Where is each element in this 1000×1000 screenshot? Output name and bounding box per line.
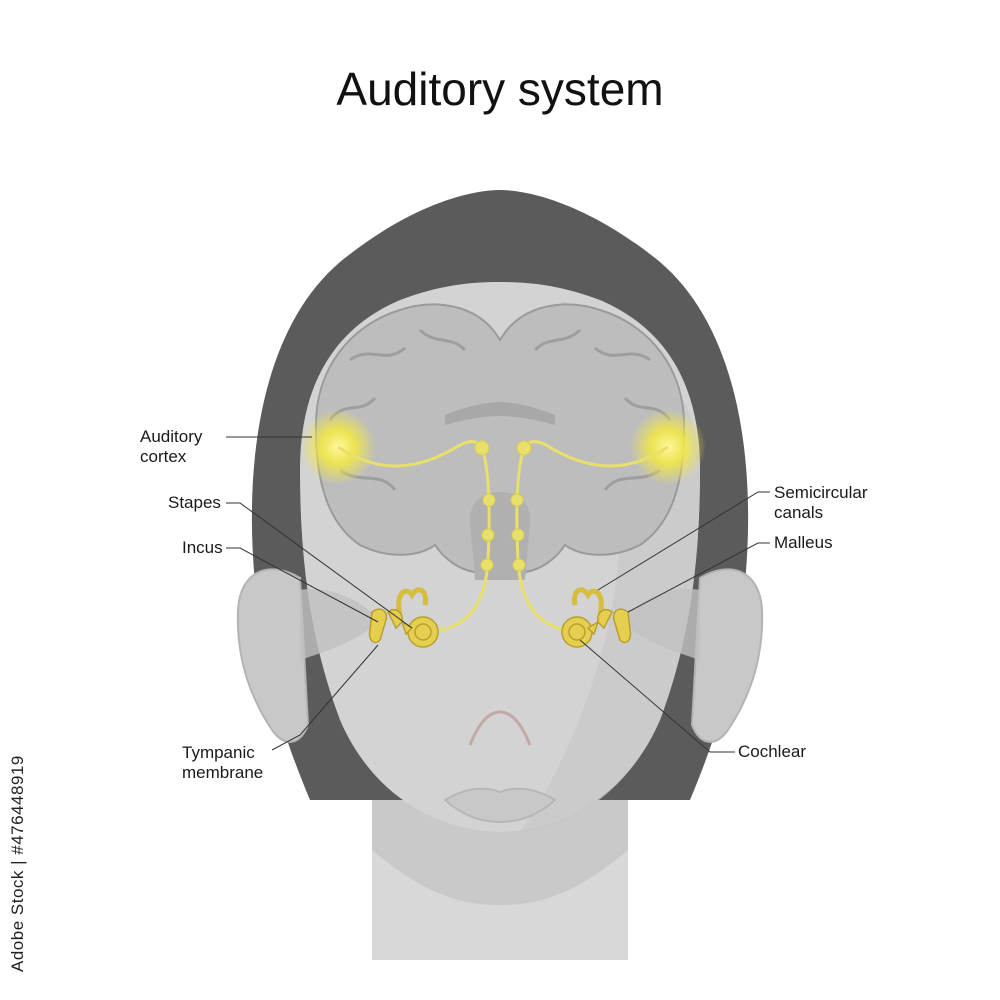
left-stapes xyxy=(400,620,414,636)
label-tympanic-line2: membrane xyxy=(182,763,264,782)
brainstem xyxy=(470,492,530,580)
label-semicircular-line1: Semicircular xyxy=(774,483,868,502)
label-semicircular-line2: canals xyxy=(774,503,824,522)
pathway-nodes xyxy=(474,440,532,572)
label-auditory-cortex-line1: Auditory xyxy=(140,427,203,446)
leader-tympanic xyxy=(271,644,379,751)
diagram-title: Auditory system xyxy=(336,63,664,115)
watermark-text: Adobe Stock | #476448919 xyxy=(8,755,27,972)
label-incus: Incus xyxy=(182,538,223,557)
brain-gyri xyxy=(328,328,672,491)
leader-incus xyxy=(226,547,379,623)
label-auditory-cortex-line2: cortex xyxy=(140,447,187,466)
left-ear xyxy=(236,568,310,743)
label-tympanic-line1: Tympanic xyxy=(182,743,255,762)
label-stapes: Stapes xyxy=(168,493,221,512)
left-inner-ear xyxy=(368,587,439,648)
watermark: Adobe Stock | #476448919 xyxy=(2,755,30,980)
label-cochlear: Cochlear xyxy=(738,742,807,761)
lips xyxy=(443,787,557,824)
right-cochlea xyxy=(561,616,593,648)
left-malleus xyxy=(368,608,388,644)
label-semicircular-canals: Semicircular canals xyxy=(774,483,868,523)
label-tympanic-membrane: Tympanic membrane xyxy=(182,743,263,783)
label-auditory-cortex: Auditory cortex xyxy=(140,427,224,467)
label-malleus: Malleus xyxy=(774,533,833,552)
leader-cochlear xyxy=(579,639,735,753)
nose xyxy=(468,710,532,746)
leader-malleus xyxy=(627,542,770,613)
neck-shade xyxy=(372,850,628,960)
leader-lines xyxy=(226,436,770,753)
left-cochlea xyxy=(407,616,439,648)
leader-stapes xyxy=(226,502,413,629)
right-stapes xyxy=(586,620,600,636)
right-temporal-bone xyxy=(620,589,700,660)
left-semicircular-canals xyxy=(396,587,429,616)
right-ear xyxy=(690,568,764,743)
left-temporal-bone xyxy=(300,589,380,660)
corpus-callosum xyxy=(445,402,555,425)
right-inner-ear xyxy=(561,587,632,648)
right-semicircular-canals xyxy=(571,587,604,616)
leader-semicircular xyxy=(597,491,770,591)
right-malleus xyxy=(612,608,632,644)
